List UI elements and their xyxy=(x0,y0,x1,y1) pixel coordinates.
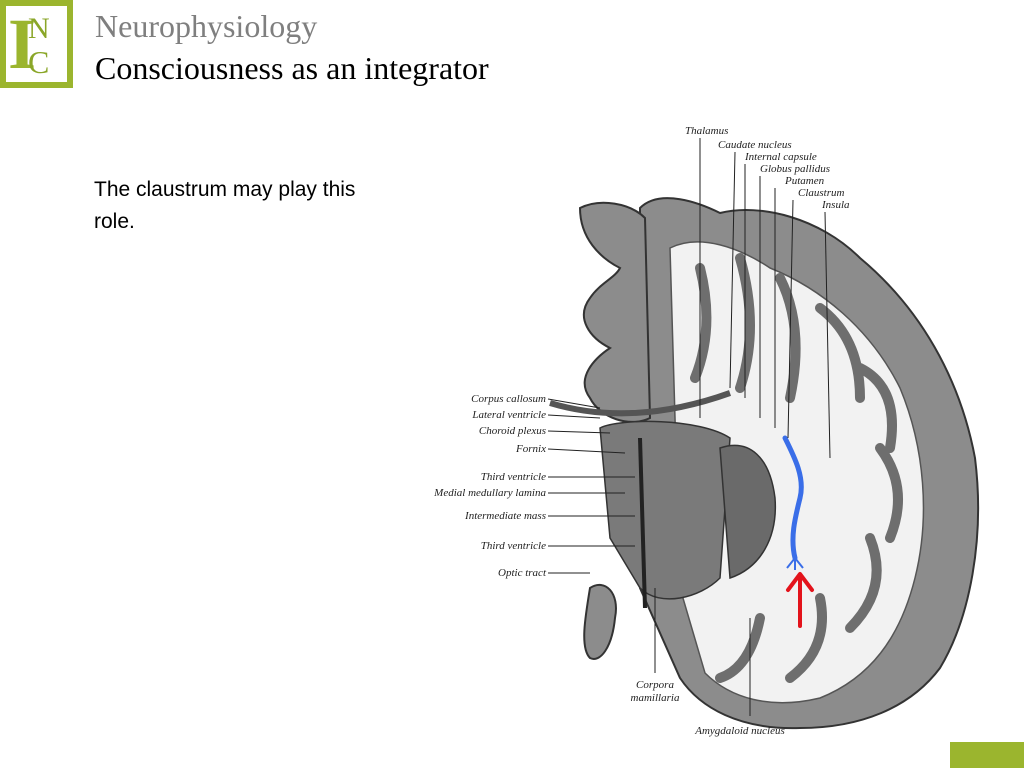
logo: I N C xyxy=(0,0,73,88)
label-intermediate-mass: Intermediate mass xyxy=(464,510,546,522)
logo-inner: I N C xyxy=(6,6,67,82)
label-insula: Insula xyxy=(821,199,850,211)
brain-section-figure: Thalamus Caudate nucleus Internal capsul… xyxy=(400,118,1000,748)
body-text: The claustrum may play this role. xyxy=(94,178,356,233)
slide-corner-accent xyxy=(950,742,1024,768)
gyri-folds xyxy=(690,253,903,683)
label-putamen: Putamen xyxy=(784,175,825,187)
slide-title: Consciousness as an integrator xyxy=(95,50,489,86)
label-amygdaloid-nucleus: Amygdaloid nucleus xyxy=(694,725,785,737)
label-third-ventricle-upper: Third ventricle xyxy=(481,471,546,483)
red-arrow xyxy=(786,572,814,628)
label-thalamus: Thalamus xyxy=(685,125,728,137)
label-third-ventricle-lower: Third ventricle xyxy=(481,540,546,552)
left-gyri xyxy=(578,201,652,423)
label-globus-pallidus: Globus pallidus xyxy=(760,163,830,175)
label-fornix: Fornix xyxy=(515,443,546,455)
logo-letter-n: N xyxy=(28,12,50,45)
logo-letter-c: C xyxy=(28,44,50,80)
claustrum-branches xyxy=(786,557,804,570)
label-caudate-nucleus: Caudate nucleus xyxy=(718,139,792,151)
slide-subtitle: Neurophysiology xyxy=(95,8,318,44)
label-internal-capsule: Internal capsule xyxy=(744,151,817,163)
thalamus-region xyxy=(599,420,731,600)
label-corpora: Corpora xyxy=(636,679,674,691)
lentiform-nucleus xyxy=(719,444,777,580)
logo-letter-i: I xyxy=(8,4,37,84)
label-mamillaria: mamillaria xyxy=(631,692,680,704)
label-choroid-plexus: Choroid plexus xyxy=(479,425,546,437)
left-lower-gyrus xyxy=(583,583,617,660)
left-leader-lines xyxy=(547,398,635,574)
corpus-callosum xyxy=(549,390,732,417)
label-lateral-ventricle: Lateral ventricle xyxy=(471,409,546,421)
midline xyxy=(638,437,647,609)
label-claustrum: Claustrum xyxy=(798,187,845,199)
label-corpus-callosum: Corpus callosum xyxy=(471,393,546,405)
label-medial-medullary-lamina: Medial medullary lamina xyxy=(433,487,546,499)
label-optic-tract: Optic tract xyxy=(498,567,547,579)
brain-section-illustration: Thalamus Caudate nucleus Internal capsul… xyxy=(433,125,980,737)
claustrum-highlight xyxy=(782,435,804,561)
white-matter xyxy=(669,241,925,704)
top-leader-lines xyxy=(699,138,831,459)
